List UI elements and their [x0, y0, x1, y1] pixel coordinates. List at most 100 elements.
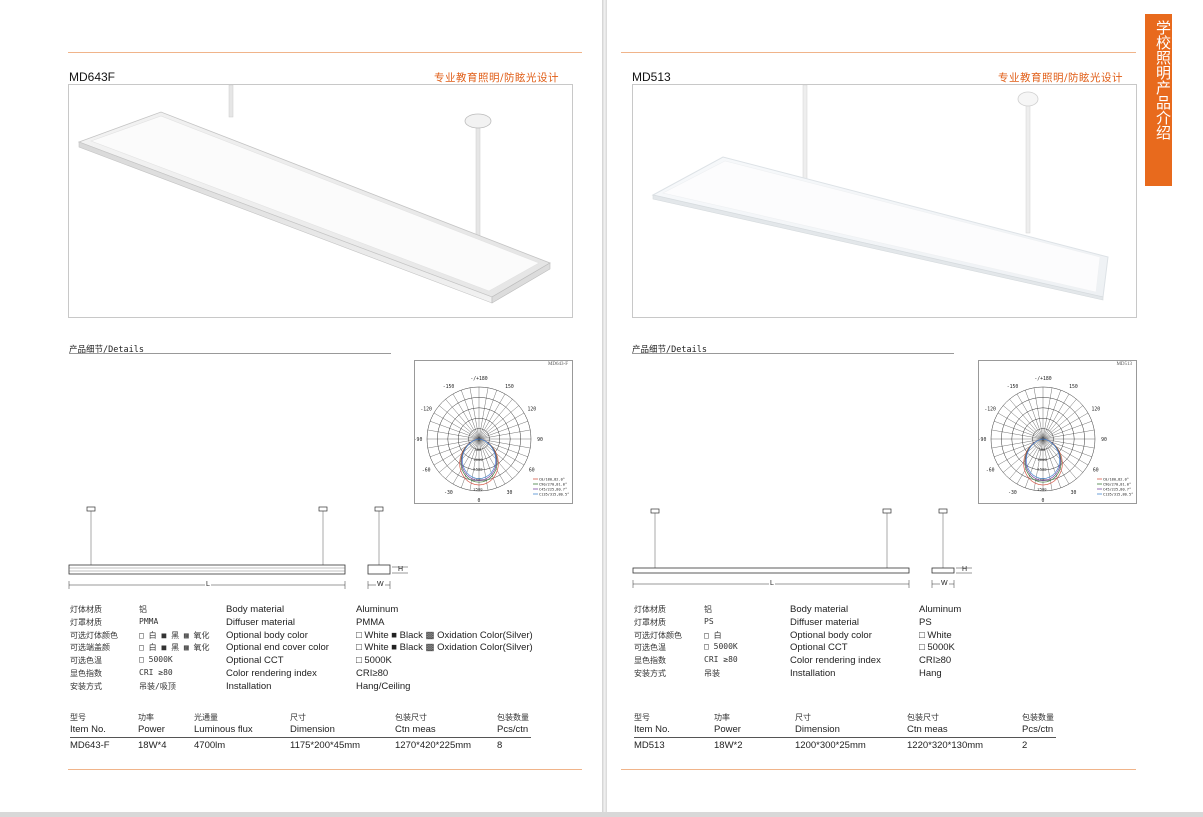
- dimension-drawing: L H W: [68, 505, 408, 595]
- spec-label-cn: 可选灯体颜色: [70, 630, 118, 640]
- spec-value-en: □ White: [919, 629, 952, 641]
- spec-value-cn: 吊装/吸顶: [139, 681, 176, 691]
- polar-angle-label: -120: [984, 407, 996, 413]
- polar-spoke: [478, 438, 531, 449]
- polar-spoke: [1003, 438, 1044, 473]
- polar-spoke: [1042, 390, 1061, 440]
- table-rule: [70, 737, 531, 738]
- table-cell: 1270*420*225mm: [395, 740, 472, 751]
- polar-spoke: [991, 438, 1044, 449]
- column-header-cn: 包装数量: [1022, 713, 1054, 722]
- spec-value-cn: □ 白 ■ 黑 ▩ 氧化: [139, 630, 210, 640]
- polar-legend-label: C135/315,80.5°: [539, 492, 569, 496]
- polar-spoke: [1042, 438, 1083, 473]
- column-header-en: Dimension: [795, 724, 840, 735]
- polar-spoke: [478, 393, 506, 440]
- polar-spoke: [1042, 429, 1095, 440]
- spec-label-en: Optional body color: [226, 629, 308, 641]
- column-header-cn: 功率: [714, 713, 730, 722]
- polar-diagram: MD643-F -/+180150-150120-12090-9060-6030…: [414, 360, 573, 504]
- spec-value-en: □ 5000K: [919, 642, 955, 654]
- spec-value-en: Aluminum: [356, 604, 399, 615]
- spec-value-cn: □ 白 ■ 黑 ▩ 氧化: [139, 643, 210, 653]
- spec-label-cn: 可选色温: [70, 656, 102, 666]
- product-photo: [68, 84, 573, 318]
- polar-spoke: [1042, 438, 1089, 466]
- polar-radial-label: 2500: [1037, 486, 1047, 491]
- polar-spoke: [1025, 390, 1044, 440]
- polar-angle-label: -60: [422, 468, 431, 474]
- column-header-en: Power: [714, 724, 741, 735]
- spec-value-cn: PMMA: [139, 616, 159, 626]
- polar-spoke: [1016, 393, 1044, 440]
- polar-spoke: [478, 438, 525, 466]
- polar-angle-label: 90: [537, 437, 543, 443]
- spec-label-en: Installation: [790, 668, 836, 679]
- spec-value-en: Aluminum: [919, 604, 962, 615]
- polar-spoke: [1042, 421, 1092, 440]
- polar-radial-label: 1500: [1037, 467, 1047, 472]
- column-header-cn: 尺寸: [795, 713, 811, 722]
- left-page: MD643F 专业教育照明/防眩光设计: [0, 0, 602, 812]
- spec-label-cn: 安装方式: [634, 669, 666, 678]
- polar-angle-label: 60: [529, 468, 535, 474]
- polar-spoke: [469, 438, 480, 491]
- polar-angle-label: 0: [1042, 498, 1045, 503]
- polar-legend-label: C0/180,82.0°: [1103, 477, 1129, 481]
- polar-spoke: [1003, 405, 1044, 440]
- table-rule: [634, 737, 1056, 738]
- spec-value-en: Hang/Ceiling: [356, 680, 411, 692]
- column-header-cn: 包装尺寸: [907, 713, 939, 722]
- polar-curve: [1026, 438, 1060, 479]
- page-shadow: [0, 812, 1203, 817]
- polar-spoke: [1042, 387, 1053, 440]
- polar-spoke: [1042, 405, 1083, 440]
- polar-radial-label: 2500: [473, 486, 483, 491]
- section-tab: 学校照明产品介绍: [1145, 14, 1172, 186]
- column-header-cn: 型号: [70, 713, 86, 722]
- column-header-en: Ctn meas: [907, 724, 948, 735]
- polar-radial-label: 500: [1039, 447, 1047, 452]
- footer-rule: [621, 769, 1136, 770]
- polar-angle-label: -90: [415, 437, 422, 443]
- spec-label-en: Body material: [790, 604, 849, 615]
- model-title: MD643F: [69, 70, 116, 84]
- column-header-cn: 功率: [138, 713, 154, 722]
- polar-spoke: [991, 429, 1044, 440]
- polar-spoke: [1009, 399, 1044, 440]
- polar-angle-label: -120: [420, 407, 432, 413]
- column-header-en: Pcs/ctn: [497, 724, 529, 735]
- polar-radial-label: 1500: [473, 467, 483, 472]
- polar-angle-label: 60: [1093, 468, 1099, 474]
- polar-model: MD513: [1116, 362, 1132, 367]
- polar-model: MD643-F: [547, 362, 568, 367]
- polar-spoke: [1042, 399, 1077, 440]
- section-tab-label: 学校照明产品介绍: [1154, 20, 1172, 140]
- polar-angle-label: 120: [527, 407, 536, 413]
- column-header-en: Pcs/ctn: [1022, 724, 1054, 735]
- column-header-cn: 型号: [634, 713, 650, 722]
- polar-spoke: [478, 387, 489, 440]
- table-cell: 1220*320*130mm: [907, 740, 984, 751]
- dimension-svg: [68, 506, 408, 589]
- spec-label-en: Optional body color: [790, 629, 872, 641]
- details-title: 产品细节/Details: [632, 345, 707, 355]
- polar-spoke: [478, 405, 519, 440]
- spec-label-en: Diffuser material: [226, 616, 295, 628]
- dim-length-label: L: [769, 580, 775, 587]
- polar-spoke: [1033, 387, 1044, 440]
- spec-value-cn: 铝: [704, 605, 712, 614]
- polar-spoke: [478, 421, 528, 440]
- table-cell: 2: [1022, 740, 1028, 751]
- spec-value-en: PS: [919, 616, 932, 628]
- column-header-en: Dimension: [290, 724, 335, 735]
- polar-curve: [462, 438, 496, 479]
- footer-rule: [68, 769, 582, 770]
